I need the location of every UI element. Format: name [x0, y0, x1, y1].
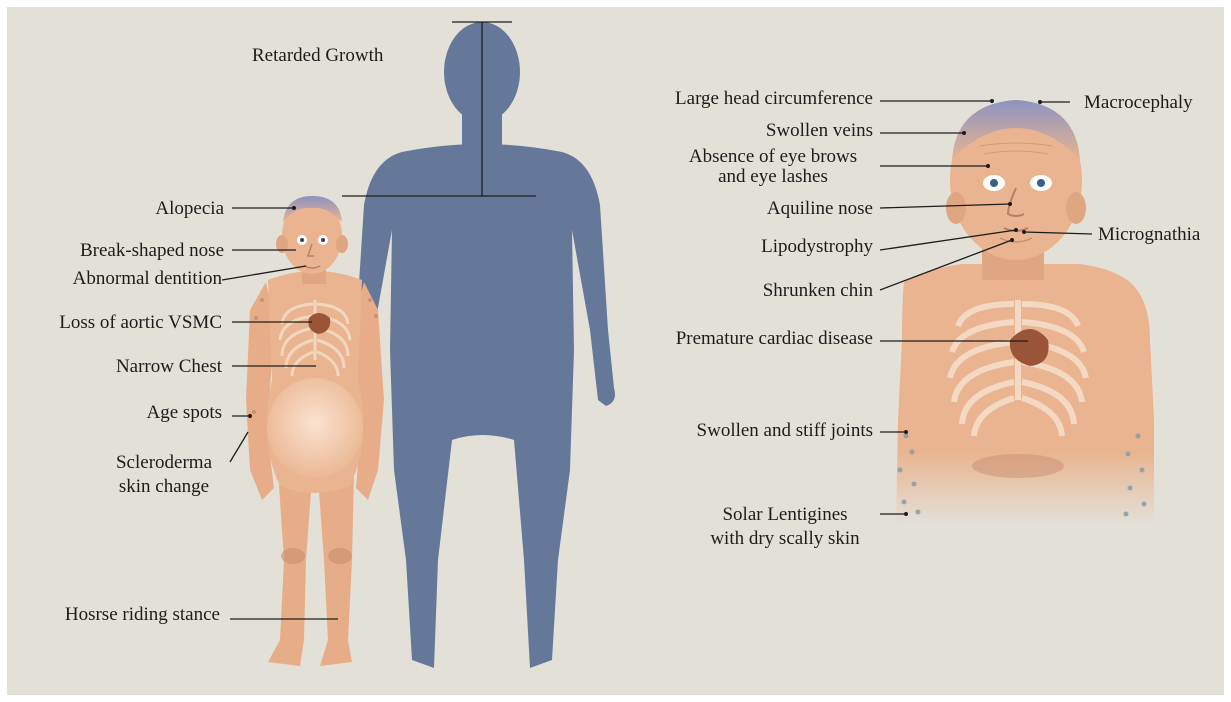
retarded-growth-label: Retarded Growth: [252, 45, 383, 66]
eyebrows-label-line1: Absence of eye brows: [672, 146, 874, 167]
macrocephaly-label: Macrocephaly: [1084, 92, 1193, 113]
lipodystrophy-label: Lipodystrophy: [761, 236, 873, 257]
aortic-vsmc-label: Loss of aortic VSMC: [59, 312, 222, 333]
cardiac-disease-label: Premature cardiac disease: [676, 328, 873, 349]
micrognathia-label: Micrognathia: [1098, 224, 1200, 245]
swollen-veins-label: Swollen veins: [766, 120, 873, 141]
lentigines-label-line2: with dry scally skin: [676, 528, 894, 549]
alopecia-label: Alopecia: [155, 198, 224, 219]
narrow-chest-label: Narrow Chest: [116, 356, 222, 377]
aquiline-nose-label: Aquiline nose: [767, 198, 873, 219]
horse-riding-stance-label: Hosrse riding stance: [65, 604, 220, 625]
abnormal-dentition-label: Abnormal dentition: [73, 268, 222, 289]
beak-nose-label: Break-shaped nose: [80, 240, 224, 261]
scleroderma-label-line1: Scleroderma: [100, 452, 228, 473]
head-circumference-label: Large head circumference: [675, 88, 873, 109]
patient-closeup: [896, 100, 1154, 524]
swollen-joints-label: Swollen and stiff joints: [697, 420, 873, 441]
lentigines-label-line1: Solar Lentigines: [676, 504, 894, 525]
scleroderma-label-line2: skin change: [100, 476, 228, 497]
age-spots-label: Age spots: [147, 402, 222, 423]
eyebrows-label-line2: and eye lashes: [672, 166, 874, 187]
shrunken-chin-label: Shrunken chin: [763, 280, 873, 301]
